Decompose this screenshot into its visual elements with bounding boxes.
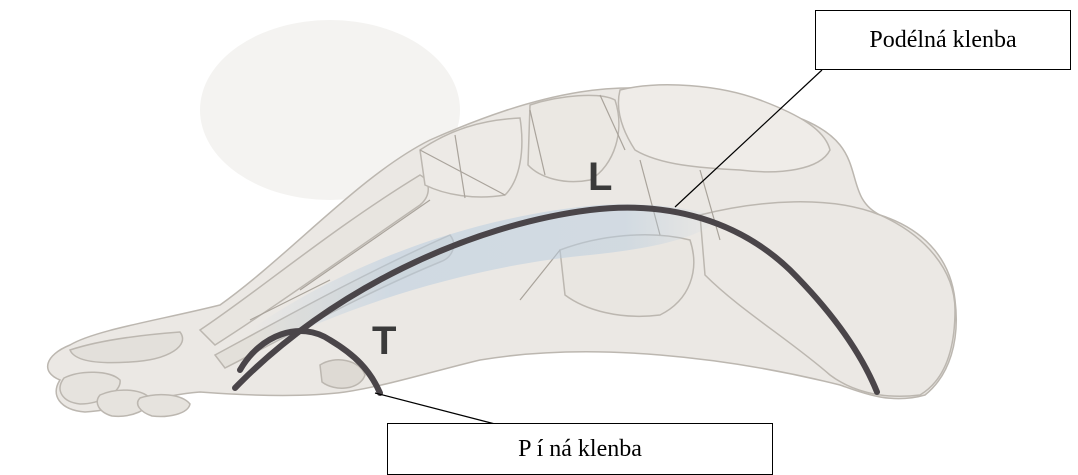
letter-l: L (588, 155, 612, 199)
leader-line-transverse (375, 393, 495, 424)
toe-3 (138, 395, 190, 417)
longitudinal-arch-label: Podélná klenba (815, 10, 1071, 70)
letter-t: T (372, 319, 396, 363)
transverse-arch-label: P í ná klenba (387, 423, 773, 475)
